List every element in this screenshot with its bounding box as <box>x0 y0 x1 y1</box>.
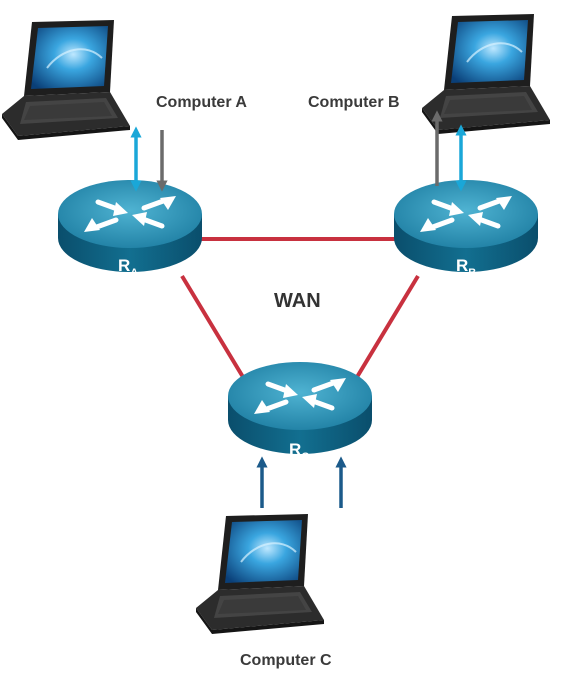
arrows-computer-a <box>130 126 168 192</box>
arrows-computer-c <box>256 456 347 508</box>
router-label-ra: RA <box>118 256 138 279</box>
laptop-icon-computer-a <box>1 19 131 141</box>
computer-a-label: Computer A <box>156 94 247 111</box>
wan-links <box>180 237 420 384</box>
laptop-icon-computer-c <box>195 513 325 635</box>
router-label-rc: RC <box>289 440 309 463</box>
link-rb-rc <box>352 274 420 384</box>
laptop-icon-computer-b <box>421 13 551 135</box>
router-label-rb: RB <box>456 256 476 279</box>
computer-b-label: Computer B <box>308 94 400 111</box>
link-ra-rc <box>180 274 248 384</box>
arrows-computer-b <box>431 110 467 192</box>
computer-c-label: Computer C <box>240 652 332 669</box>
wan-label: WAN <box>274 290 321 312</box>
